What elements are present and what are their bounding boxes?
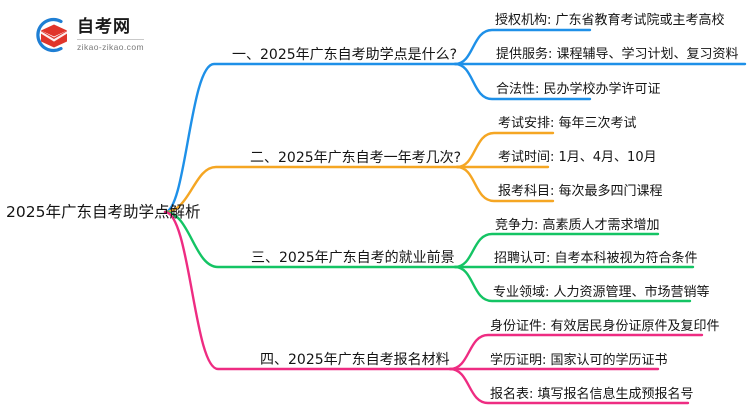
leaf-item[interactable]: 招聘认可: 自考本科被视为符合条件: [494, 251, 698, 266]
leaf-item[interactable]: 报名表: 填写报名信息生成预报名号: [490, 387, 694, 402]
site-logo: 自考网 zikao-zikao.com: [28, 12, 168, 58]
leaf-item[interactable]: 竞争力: 高素质人才需求增加: [495, 218, 660, 233]
root-to-branch-4-line: [163, 210, 452, 371]
logo-mark-icon: [28, 14, 70, 56]
branch-label-3[interactable]: 三、2025年广东自考的就业前景: [251, 250, 455, 266]
leaf-item[interactable]: 考试安排: 每年三次考试: [498, 116, 637, 131]
leaf-item[interactable]: 授权机构: 广东省教育考试院或主考高校: [495, 13, 725, 28]
branch-label-1[interactable]: 一、2025年广东自考助学点是什么?: [232, 47, 458, 63]
leaf-item[interactable]: 提供服务: 课程辅导、学习计划、复习资料: [496, 47, 739, 62]
leaf-item[interactable]: 身份证件: 有效居民身份证原件及复印件: [490, 319, 720, 334]
leaf-item[interactable]: 考试时间: 1月、4月、10月: [498, 150, 657, 165]
root-node-label: 2025年广东自考助学点解析: [6, 203, 201, 221]
logo-name: 自考网: [77, 18, 144, 40]
leaf-item[interactable]: 报考科目: 每次最多四门课程: [498, 184, 663, 199]
logo-url: zikao-zikao.com: [77, 41, 144, 52]
leaf-item[interactable]: 专业领域: 人力资源管理、市场营销等: [493, 285, 710, 300]
logo-text: 自考网 zikao-zikao.com: [77, 18, 144, 52]
root-to-branch-1-line: [163, 62, 457, 214]
branch-label-2[interactable]: 二、2025年广东自考一年考几次?: [250, 150, 462, 166]
root-to-branch-2-line: [163, 165, 459, 214]
leaf-item[interactable]: 学历证明: 国家认可的学历证书: [490, 353, 668, 368]
leaf-item[interactable]: 合法性: 民办学校办学许可证: [496, 82, 661, 97]
branch-label-4[interactable]: 四、2025年广东自考报名材料: [260, 352, 450, 368]
